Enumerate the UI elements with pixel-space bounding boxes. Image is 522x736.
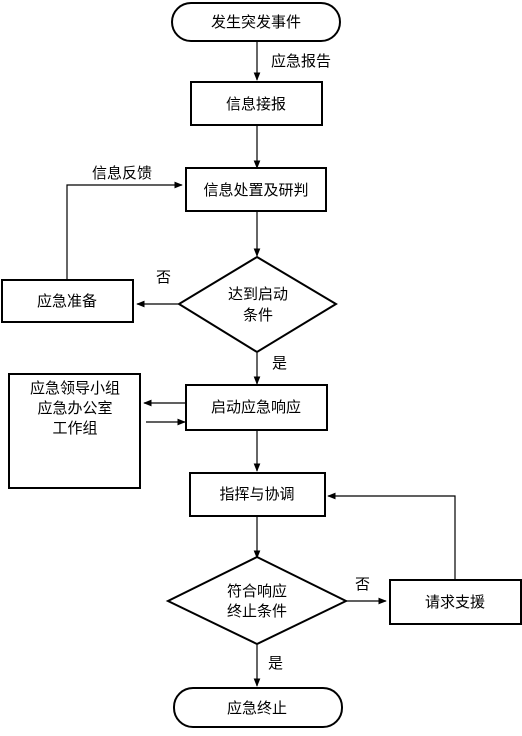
emergency-prep-node: 应急准备: [1, 279, 134, 323]
edge-label-yes-start: 是: [272, 354, 287, 372]
end-shape: [173, 687, 343, 728]
command-coordinate-node: 指挥与协调: [189, 472, 326, 517]
info-process-label: 信息处置及研判: [203, 181, 308, 199]
request-support-node: 请求支援: [389, 579, 522, 625]
info-receive-label: 信息接报: [226, 95, 286, 113]
command-group-line-1: 应急领导小组: [30, 379, 120, 397]
command-group-shape: [8, 373, 141, 489]
decision-end-line-2: 终止条件: [227, 602, 287, 620]
decision-end-shape: [165, 555, 349, 646]
start-response-node: 启动应急响应: [185, 384, 328, 431]
start-response-label: 启动应急响应: [211, 398, 301, 416]
edge-label-yes-end: 是: [268, 654, 283, 672]
start-shape: [171, 2, 341, 42]
info-receive-node: 信息接报: [190, 81, 323, 126]
decision-start-line-1: 达到启动: [228, 285, 288, 303]
start-label: 发生突发事件: [211, 13, 301, 31]
command-group-line-3: 工作组: [52, 419, 97, 437]
decision-start-line-2: 条件: [243, 306, 273, 324]
info-receive-shape: [190, 81, 323, 126]
emergency-prep-shape: [1, 279, 134, 323]
command-group-node: 应急领导小组 应急办公室 工作组: [8, 373, 141, 489]
edge-label-feedback: 信息反馈: [92, 164, 152, 182]
decision-end-node: 符合响应 终止条件: [165, 555, 349, 646]
info-process-node: 信息处置及研判: [185, 167, 327, 212]
edge-labels: 应急报告 信息反馈 否 是 否 是: [92, 52, 370, 672]
arrow-feedback-loop: [66, 181, 183, 279]
command-coordinate-label: 指挥与协调: [219, 485, 294, 503]
request-support-shape: [389, 579, 522, 625]
end-label: 应急终止: [227, 699, 287, 717]
request-support-label: 请求支援: [425, 593, 485, 611]
emergency-prep-label: 应急准备: [37, 292, 97, 310]
connectors: [66, 42, 456, 687]
command-group-line-2: 应急办公室: [37, 399, 112, 417]
info-process-shape: [185, 167, 327, 212]
edge-label-no-start: 否: [156, 268, 171, 286]
arrow-support-loop: [327, 492, 456, 580]
decision-start-node: 达到启动 条件: [177, 255, 338, 354]
start-node: 发生突发事件: [171, 2, 341, 42]
start-response-shape: [185, 384, 328, 431]
decision-start-shape: [177, 255, 338, 354]
edge-label-report: 应急报告: [271, 52, 331, 70]
edge-label-no-end: 否: [355, 575, 370, 593]
command-coordinate-shape: [189, 472, 326, 517]
decision-end-line-1: 符合响应: [227, 582, 287, 600]
end-node: 应急终止: [173, 687, 343, 728]
